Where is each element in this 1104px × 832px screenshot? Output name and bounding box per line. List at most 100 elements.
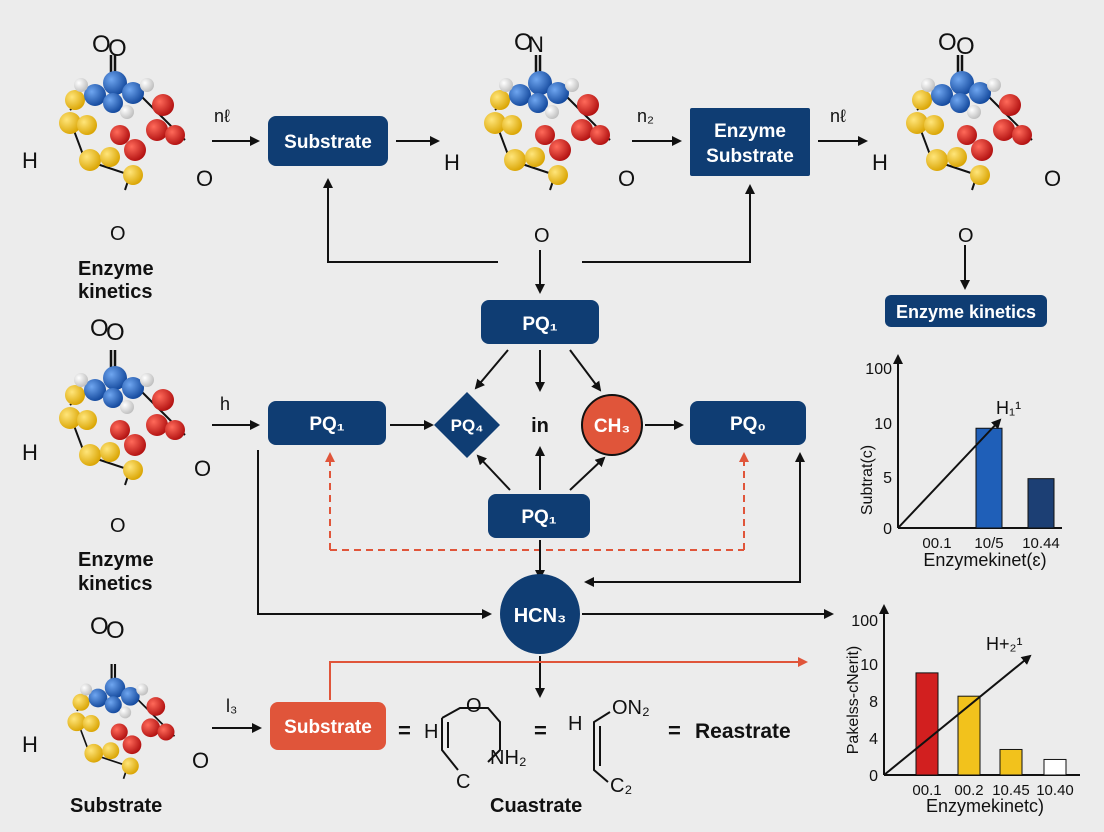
arrow-pq-top-to-ch3	[569, 349, 602, 392]
molecule-1	[57, 53, 187, 192]
chart-2-xtick: 00.1	[912, 782, 941, 799]
molecule-3-o-bottom: O	[958, 225, 974, 247]
chart-2-bar	[1043, 758, 1067, 776]
ring1-o-label: O	[466, 695, 482, 717]
ring1-c-label: C	[456, 771, 470, 793]
molecule-3-h-label: H	[872, 150, 888, 175]
ch3-node[interactable]	[581, 394, 643, 456]
enzyme-kinetics-label-2b: kinetics	[78, 573, 152, 595]
ring2-on2-label: ON₂	[612, 697, 650, 719]
substrate-box-top[interactable]	[268, 116, 388, 166]
pq-bottom-box[interactable]	[488, 494, 590, 538]
molecule-2-top-label: O	[514, 29, 533, 56]
cuastrate-label: Cuastrate	[490, 795, 582, 817]
chart-1-ytick: 100	[865, 361, 892, 378]
pq-right-box[interactable]	[690, 401, 806, 445]
enzyme-kinetics-box[interactable]	[885, 295, 1047, 327]
orange-arrow-to-chart2	[329, 657, 808, 700]
pq-left-box-label: PQ₁	[309, 414, 344, 435]
molecule-3-top2-label: O	[956, 33, 975, 60]
chart-2-trend-arrow	[883, 654, 1032, 776]
enzyme-substrate-box-label-b: Substrate	[706, 146, 794, 167]
pq-left-box[interactable]	[268, 401, 386, 445]
equals-2: =	[534, 718, 547, 743]
chart-2-bar	[999, 748, 1023, 776]
arrow-label-h: h	[220, 394, 230, 414]
hcn3-node[interactable]	[500, 574, 580, 654]
chart-2-xtick: 10.40	[1036, 782, 1074, 799]
equals-3: =	[668, 718, 681, 743]
molecule-5-top2-label: O	[106, 617, 125, 644]
arrow-feedback-to-substrate	[323, 178, 498, 263]
arrow-label-n2: n₂	[637, 106, 654, 126]
substrate-label-bottom: Substrate	[70, 795, 162, 817]
molecule-2	[482, 53, 612, 192]
pq-top-box[interactable]	[481, 300, 599, 344]
pq-diamond-label: PQ₄	[451, 416, 484, 435]
molecule-3	[904, 53, 1034, 192]
molecule-4-o-bottom: O	[110, 515, 126, 537]
reastrate-label: Reastrate	[695, 720, 791, 743]
molecule-4	[57, 348, 187, 487]
substrate-box-orange[interactable]	[270, 702, 386, 750]
ring1-h-label: H	[424, 721, 438, 743]
chart-1-trend-arrow	[897, 418, 1002, 529]
molecule-1-h-label: H	[22, 148, 38, 173]
arrow-feedback-to-enzyme-substrate	[582, 184, 755, 263]
arrow-pq-right-to-hcn3	[584, 454, 801, 587]
molecule-1-top-label: O	[92, 31, 111, 58]
molecule-1-o-right: O	[196, 166, 213, 191]
arrow-pq-left-to-hcn3	[257, 450, 492, 619]
pq-top-box-label: PQ₁	[522, 314, 557, 335]
chart-1-ytick: 5	[883, 470, 892, 487]
enzyme-kinetics-label-2a: Enzyme	[78, 549, 154, 571]
molecule-5-o-right: O	[192, 748, 209, 773]
molecule-5-top-label: O	[90, 613, 109, 640]
chart-1-bar	[975, 427, 1003, 529]
ch3-node-label: CH₃	[594, 416, 630, 437]
enzyme-kinetics-box-label: Enzyme kinetics	[896, 302, 1036, 322]
molecule-4-top-label: O	[90, 315, 109, 342]
ring2-h-label: H	[568, 713, 582, 735]
pq-right-box-label: PQ₀	[730, 414, 766, 435]
chart-2-annotation: H+₂¹	[986, 634, 1023, 654]
ring-structure-2	[593, 711, 611, 783]
molecule-3-o-right: O	[1044, 166, 1061, 191]
chart-2-ytick: 8	[869, 694, 878, 711]
chart-2-xtick: 10.45	[992, 782, 1030, 799]
chart-1-xtick: 00.1	[922, 535, 951, 552]
molecule-4-top2-label: O	[106, 319, 125, 346]
ring1-nh2-label: NH₂	[490, 747, 527, 769]
chart-1-xtick: 10.44	[1022, 535, 1060, 552]
pq-bottom-box-label: PQ₁	[521, 507, 556, 528]
chart-1-ytick: 0	[883, 521, 892, 538]
arrow-label-n3: nℓ	[830, 106, 846, 126]
pq-diamond[interactable]	[434, 392, 500, 458]
enzyme-kinetics-label-1a: Enzyme	[78, 258, 154, 280]
molecule-5	[66, 662, 176, 780]
chart-1-xtick: 10/5	[974, 535, 1003, 552]
arrow-label-n1: nℓ	[214, 106, 230, 126]
in-label: in	[531, 415, 549, 437]
equals-1: =	[398, 718, 411, 743]
ring2-c2-label: C₂	[610, 775, 632, 797]
molecule-5-h-label: H	[22, 732, 38, 757]
chart-2-bar	[957, 695, 981, 776]
enzyme-kinetics-label-1b: kinetics	[78, 281, 152, 303]
chart-2-xtick: 00.2	[954, 782, 983, 799]
chart-2-ytick: 0	[869, 768, 878, 785]
chart-1-annotation: H₁¹	[996, 398, 1021, 418]
molecule-1-o-bottom: O	[110, 223, 126, 245]
chart-2-xlabel: Enzymekinetc)	[926, 796, 1044, 816]
arrow-label-l3: l₃	[226, 696, 237, 716]
chart-2-bar	[915, 672, 939, 776]
molecule-2-top2-label: N	[528, 32, 544, 57]
chart-1-ylabel: Subtrat(c)	[859, 445, 876, 515]
chart-1-xlabel: Enzymekinet(ɛ)	[923, 550, 1046, 570]
enzyme-substrate-box[interactable]	[690, 108, 810, 176]
chart-2-ytick: 4	[869, 731, 878, 748]
molecule-1-top2-label: O	[108, 35, 127, 62]
